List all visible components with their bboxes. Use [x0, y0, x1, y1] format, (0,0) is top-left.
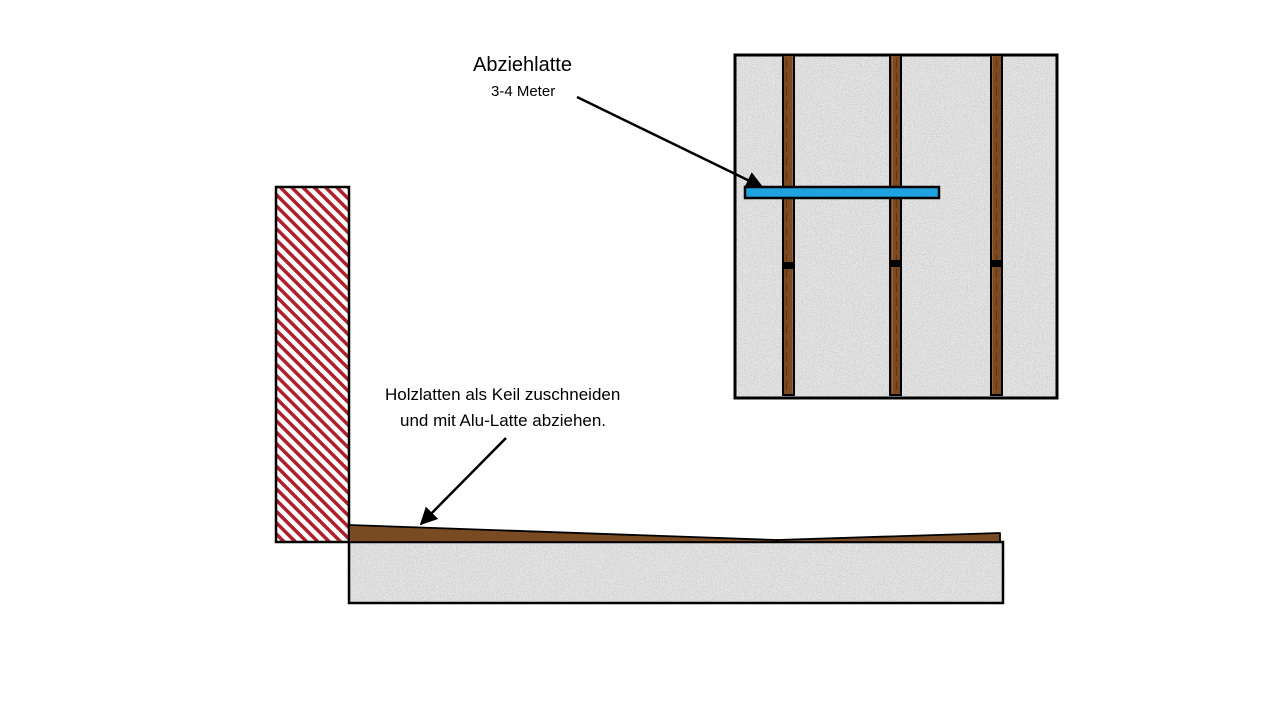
wood-wedge-left — [348, 524, 778, 543]
batten-joint-1 — [783, 262, 794, 269]
wood-batten-3 — [990, 54, 1003, 396]
wedge-label-line1: Holzlatten als Keil zuschneiden — [385, 385, 620, 404]
screed-bar — [743, 185, 941, 200]
screed-bar-length: 3-4 Meter — [491, 83, 555, 100]
batten-joint-3 — [991, 260, 1002, 267]
wall-hatched — [274, 185, 351, 544]
batten-joint-2 — [890, 260, 901, 267]
wood-batten-1 — [782, 54, 795, 396]
wedge-label-line2: und mit Alu-Latte abziehen. — [400, 411, 606, 430]
section-view — [274, 185, 1005, 605]
wedge-leader-arrow — [419, 437, 507, 526]
wood-batten-2 — [889, 54, 902, 396]
top-view-panel — [733, 53, 1059, 400]
concrete-floor-section — [349, 542, 1003, 603]
screed-bar-title: Abziehlatte — [473, 54, 572, 76]
wood-wedge-right — [776, 532, 1001, 543]
screed-leader-arrow — [576, 95, 764, 189]
